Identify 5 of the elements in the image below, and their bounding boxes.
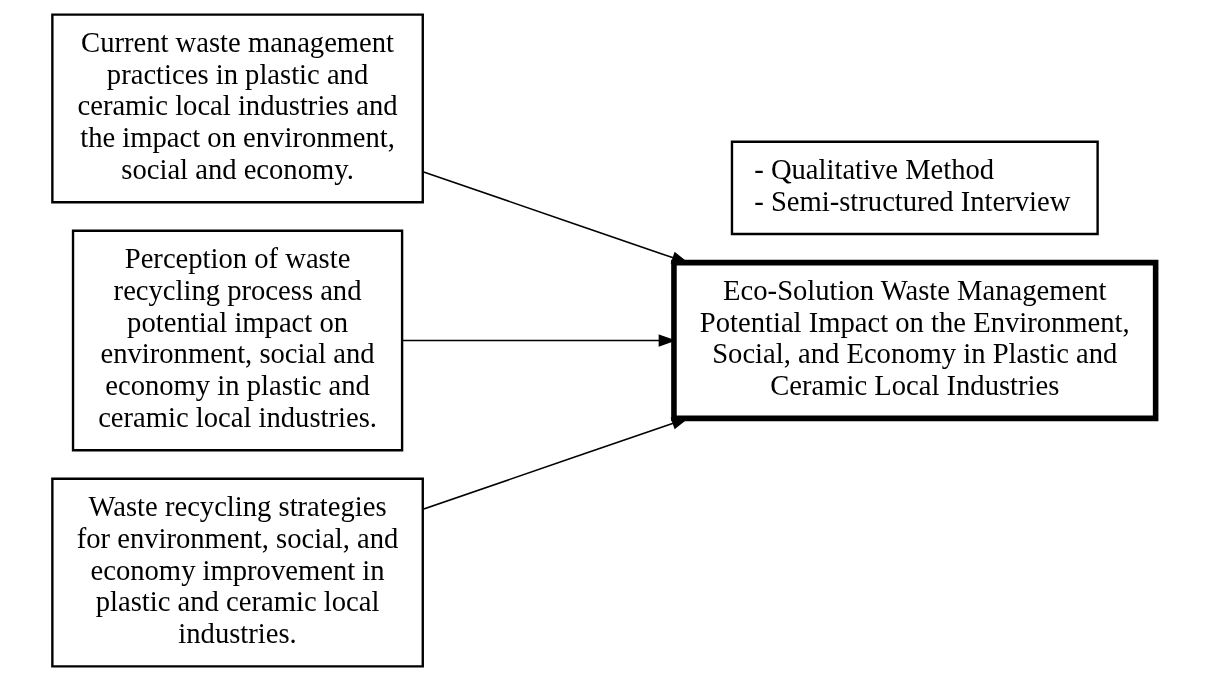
node-box: Waste recycling strategies for environment, social, and economy improvement in plastic and ceramic local industries.	[51, 477, 424, 668]
node-box: Current waste management practices in plastic and ceramic local industries and the impact on environment, social and economy.	[51, 13, 424, 204]
node-box: - Qualitative Method - Semi-structured Interview	[730, 140, 1099, 236]
node-box: Eco-Solution Waste Management Potential Impact on the Environment, Social, and Economy in Plastic and Ceramic Local Industries	[671, 259, 1159, 422]
node-box: Perception of waste recycling process and potential impact on environment, social and economy in plastic and ceramic local industries.	[71, 229, 404, 452]
